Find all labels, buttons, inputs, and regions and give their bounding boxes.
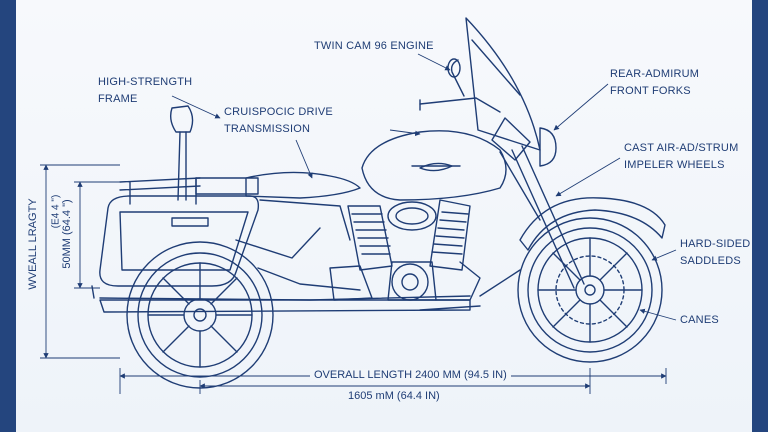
seat-height-label: 50MM (64.4 "): [61, 199, 73, 269]
canes-callout-line1: CANES: [680, 314, 719, 326]
wheels-callout: CAST AIR-AD/STRUM IMPELER WHEELS: [624, 140, 738, 174]
wheelbase-label: 1605 mM (64.4 IN): [348, 390, 440, 402]
saddlebags-callout-line2: SADDLEDS: [680, 255, 741, 267]
engine-callout-line1: TWIN CAM 96 ENGINE: [314, 40, 434, 52]
rear-wheel: [126, 241, 274, 389]
transmission-callout: CRUISPOCIC DRIVE TRANSMISSION: [224, 104, 333, 138]
transmission-callout-line2: TRANSMISSION: [224, 123, 311, 135]
saddlebags-callout-line1: HARD-SIDED: [680, 238, 751, 250]
front-wheel: [517, 217, 663, 363]
wheels-callout-line2: IMPELER WHEELS: [624, 159, 725, 171]
engine-callout: TWIN CAM 96 ENGINE: [314, 38, 434, 55]
engine-block: [329, 199, 481, 301]
forks-callout: REAR-ADMIRUM FRONT FORKS: [610, 66, 699, 100]
overall-length-label: OVERALL LENGTH 2400 MM (94.5 IN): [310, 369, 511, 381]
wheels-callout-line1: CAST AIR-AD/STRUM: [624, 142, 739, 154]
forks-callout-line1: REAR-ADMIRUM: [610, 68, 700, 80]
canes-callout: CANES: [680, 312, 719, 329]
frame-callout-line1: HIGH-STRENGTH: [98, 76, 193, 88]
overall-height-label: WVEALL LRAGTY: [27, 198, 39, 290]
forks-callout-line2: FRONT FORKS: [610, 85, 691, 97]
frame-callout: HIGH-STRENGTH FRAME: [98, 74, 192, 108]
saddlebags-callout: HARD-SIDED SADDLEDS: [680, 236, 750, 270]
frame-callout-line2: FRAME: [98, 93, 138, 105]
seat-height-secondary-label: (E4 4 "): [50, 194, 62, 229]
transmission-callout-line1: CRUISPOCIC DRIVE: [224, 106, 333, 118]
